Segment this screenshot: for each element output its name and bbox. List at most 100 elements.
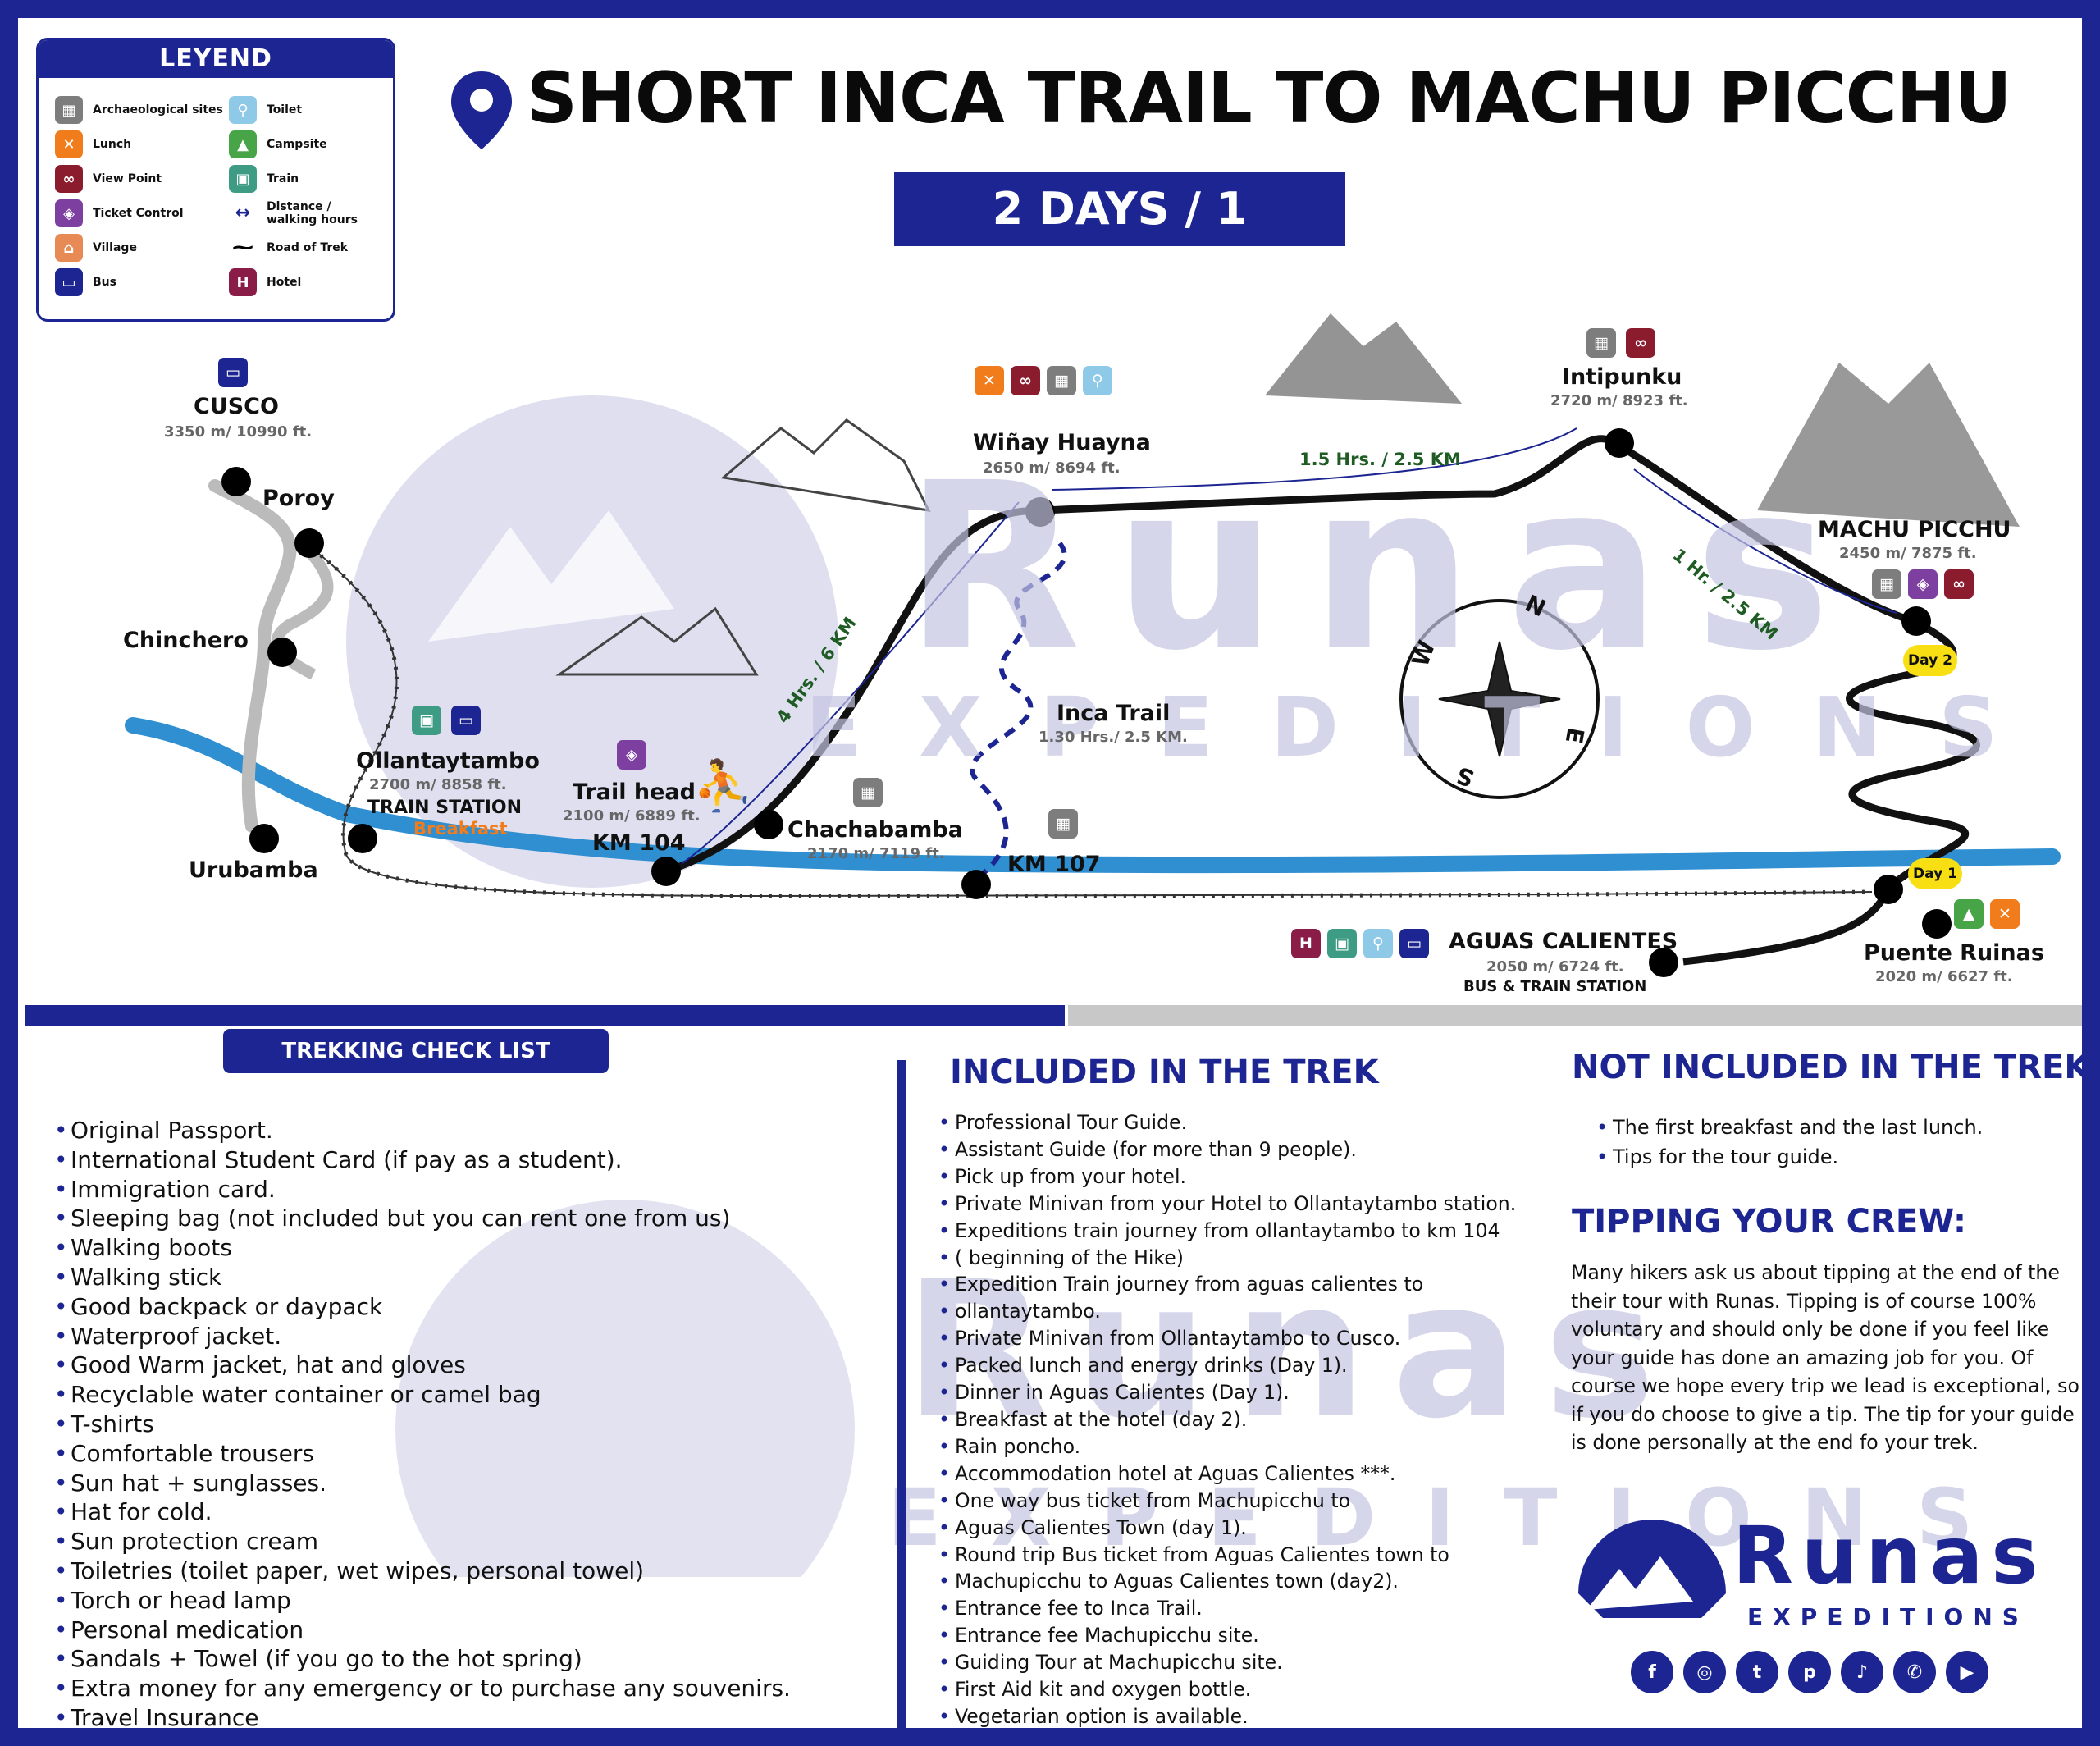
node-ollantaytambo[interactable] — [348, 824, 377, 853]
checklist-item: Walking boots — [51, 1233, 791, 1263]
included-item: ( beginning of the Hike) — [935, 1245, 1516, 1272]
brand-name: Runas — [1732, 1510, 2047, 1602]
included-item: One way bus ticket from Machupicchu to — [935, 1488, 1516, 1515]
alt-winay-huayna: 2650 m/ 8694 ft. — [983, 459, 1121, 477]
binoculars-icon: ∞ — [1944, 569, 1974, 599]
binoculars-icon: ∞ — [1626, 328, 1655, 358]
watermark-mountains — [428, 510, 674, 642]
node-winay-huayna[interactable] — [1025, 497, 1055, 527]
included-item: Entrance fee Machupicchu site. — [935, 1622, 1516, 1649]
label-poroy: Poroy — [262, 486, 335, 511]
tiktok-icon[interactable]: ♪ — [1841, 1651, 1883, 1693]
trip-duration-badge: 2 DAYS / 1 NIGHTS — [894, 172, 1345, 309]
ruins-icon: ▦ — [853, 778, 883, 807]
hikers-icon: ⛹ — [692, 757, 754, 815]
checklist-item: Immigration card. — [51, 1175, 791, 1204]
watermark-planet — [346, 395, 838, 888]
ticket-icon: ◈ — [55, 199, 83, 227]
location-pin-icon — [451, 71, 512, 149]
label-urubamba: Urubamba — [189, 857, 318, 883]
whatsapp-icon[interactable]: ✆ — [1893, 1651, 1936, 1693]
tent-icon: ▲ — [1954, 899, 1984, 929]
label-ollantaytambo-station: TRAIN STATION — [368, 798, 522, 818]
checklist-item: Comfortable trousers — [51, 1439, 791, 1469]
node-intipunku[interactable] — [1605, 428, 1634, 458]
label-puente-ruinas: Puente Ruinas — [1864, 940, 2044, 966]
node-km104[interactable] — [651, 857, 681, 886]
checklist-item: Extra money for any emergency or to purc… — [51, 1674, 791, 1703]
node-urubamba[interactable] — [249, 824, 279, 853]
node-machu-picchu[interactable] — [1901, 606, 1931, 636]
day1-tag: Day 1 — [1908, 858, 1962, 889]
checklist-item: Sleeping bag (not included but you can r… — [51, 1204, 791, 1233]
lunch-icon: ✕ — [975, 366, 1004, 395]
alt-trail-head: 2100 m/ 6889 ft. — [563, 807, 701, 825]
label-chinchero: Chinchero — [123, 628, 249, 653]
inca-trail-path — [970, 542, 1067, 880]
legend-item-road: ⁓Road of Trek — [229, 234, 348, 262]
ticket-icon: ◈ — [1908, 569, 1938, 599]
alt-cusco: 3350 m/ 10990 ft. — [164, 423, 313, 441]
river — [125, 717, 2061, 874]
legend-item-distance: ↔Distance / walking hours — [229, 199, 368, 227]
included-item: Expeditions train journey from ollantayt… — [935, 1218, 1516, 1245]
checklist-item: Waterproof jacket. — [51, 1322, 791, 1351]
legend-item-ruins: ▦Archaeological sites — [55, 96, 223, 124]
page-title: SHORT INCA TRAIL TO MACHU PICCHU — [527, 57, 2012, 139]
alt-intipunku: 2720 m/ 8923 ft. — [1550, 392, 1688, 409]
bus-icon: ▭ — [218, 358, 248, 387]
node-km107[interactable] — [961, 870, 991, 899]
ruins-icon: ▦ — [1048, 809, 1078, 839]
distance-arrow-2 — [1051, 427, 1577, 491]
toilet-icon: ⚲ — [1083, 366, 1112, 395]
included-item: Packed lunch and energy drinks (Day 1). — [935, 1352, 1516, 1379]
node-poroy[interactable] — [294, 528, 324, 558]
node-chachabamba[interactable] — [754, 810, 783, 839]
checklist-item: Sandals + Towel (if you go to the hot sp… — [51, 1644, 791, 1674]
binoculars-icon: ∞ — [55, 165, 83, 193]
label-km107: KM 107 — [1007, 852, 1101, 877]
watermark-subtext: EXPEDITIONS — [806, 679, 2056, 775]
node-cusco[interactable] — [221, 467, 251, 496]
label-km104: KM 104 — [592, 830, 686, 856]
train-icon: ▣ — [412, 706, 441, 735]
included-item: Dinner in Aguas Calientes (Day 1). — [935, 1379, 1516, 1406]
compass-ring — [1399, 599, 1600, 799]
legend-panel: LEYEND ▦Archaeological sites ⚲Toilet ✕Lu… — [36, 38, 395, 322]
included-item: Rain poncho. — [935, 1433, 1516, 1460]
pinterest-icon[interactable]: p — [1788, 1651, 1831, 1693]
node-aguas-calientes[interactable] — [1649, 948, 1678, 977]
checklist-item: Recyclable water container or camel bag — [51, 1380, 791, 1410]
legend-item-train: ▣Train — [229, 165, 299, 193]
lunch-icon: ✕ — [1990, 899, 2020, 929]
node-campsite[interactable] — [1922, 909, 1952, 939]
ruins-icon: ▦ — [1047, 366, 1076, 395]
checklist-item: International Student Card (if pay as a … — [51, 1145, 791, 1175]
distance-arrow-3 — [1633, 468, 1897, 614]
node-chinchero[interactable] — [267, 638, 297, 667]
included-item: Private Minivan from your Hotel to Ollan… — [935, 1191, 1516, 1218]
machu-picchu-sketch — [1757, 363, 2020, 527]
twitter-icon[interactable]: t — [1736, 1651, 1778, 1693]
label-trail-head: Trail head — [573, 779, 696, 805]
legend-item-ticket: ◈Ticket Control — [55, 199, 184, 227]
checklist-item: Torch or head lamp — [51, 1586, 791, 1616]
distance-arrow-icon: ↔ — [229, 199, 257, 227]
checklist-item: Toiletries (toilet paper, wet wipes, per… — [51, 1556, 791, 1586]
label-winay-huayna: Wiñay Huayna — [973, 430, 1151, 455]
bus-icon: ▭ — [451, 706, 481, 735]
hotel-icon: H — [229, 268, 257, 296]
train-icon: ▣ — [229, 165, 257, 193]
node-puente-ruinas[interactable] — [1874, 875, 1903, 904]
facebook-icon[interactable]: f — [1631, 1651, 1673, 1693]
checklist-item: T-shirts — [51, 1410, 791, 1439]
mountain-sketch-1 — [720, 418, 931, 512]
label-breakfast: Breakfast — [413, 819, 508, 839]
youtube-icon[interactable]: ▶ — [1946, 1651, 1988, 1693]
alt-machu-picchu: 2450 m/ 7875 ft. — [1839, 545, 1977, 562]
tent-icon: ▲ — [229, 130, 257, 158]
tipping-text: Many hikers ask us about tipping at the … — [1571, 1261, 2079, 1454]
instagram-icon[interactable]: ◎ — [1683, 1651, 1726, 1693]
included-item: Guiding Tour at Machupicchu site. — [935, 1649, 1516, 1676]
